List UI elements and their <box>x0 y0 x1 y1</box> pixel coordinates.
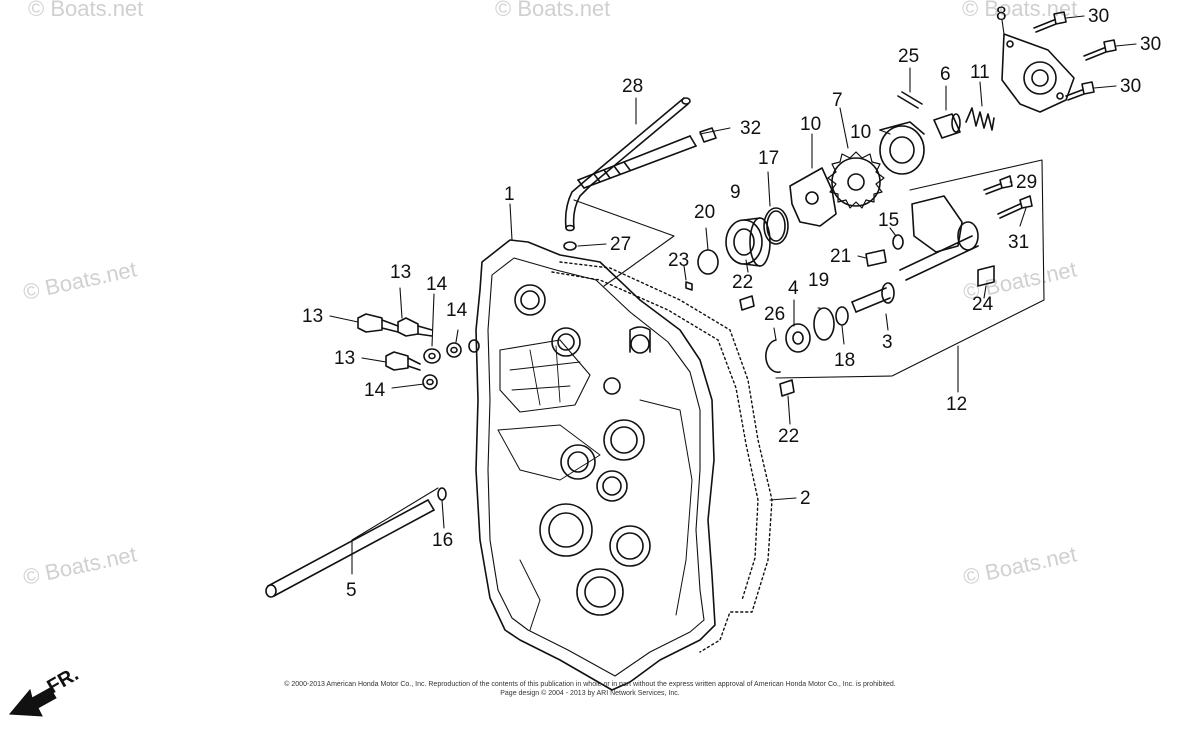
pin <box>897 91 923 109</box>
o-ring <box>563 241 577 251</box>
callout-label: 13 <box>334 348 355 369</box>
callout-label: 10 <box>850 122 871 143</box>
bolt-set <box>357 313 433 371</box>
snap-ring <box>765 339 781 374</box>
group-bracket <box>775 159 1045 379</box>
callout-label: 17 <box>758 148 779 169</box>
pump-housing <box>879 121 925 175</box>
callout-label: 30 <box>1088 6 1109 27</box>
callout-label: 4 <box>788 278 799 299</box>
bolt-set <box>1033 11 1117 101</box>
pin <box>685 281 693 291</box>
bearing <box>785 323 811 353</box>
callout-label: 24 <box>972 294 994 315</box>
callout-label: 8 <box>996 4 1007 25</box>
callout-label: 30 <box>1120 76 1141 97</box>
group-bracket <box>573 199 675 287</box>
callout-label: 15 <box>878 210 899 231</box>
callout-label: 26 <box>764 304 785 325</box>
callout-label: 13 <box>302 306 323 327</box>
end-cover <box>1001 33 1075 113</box>
o-ring <box>835 306 849 326</box>
callout-label: 7 <box>832 90 843 111</box>
callout-label: 20 <box>694 202 715 223</box>
callout-label: 18 <box>834 350 855 371</box>
callout-label: 13 <box>390 262 411 283</box>
callout-label: 23 <box>668 250 689 271</box>
callout-label: 6 <box>940 64 951 85</box>
callout-label: 30 <box>1140 34 1161 55</box>
callout-label: 2 <box>800 488 811 509</box>
callout-label: 27 <box>610 234 631 255</box>
callout-label: 14 <box>364 380 386 401</box>
pump-gear <box>827 151 885 209</box>
shaft <box>851 282 895 313</box>
callout-label: 29 <box>1016 172 1037 193</box>
o-ring <box>763 207 789 245</box>
callout-label: 16 <box>432 530 453 551</box>
o-ring <box>437 487 447 501</box>
washer <box>892 234 904 250</box>
dowel <box>739 295 755 311</box>
watermark: © Boats.net <box>961 541 1079 589</box>
pump-plate <box>789 167 837 227</box>
valve <box>933 113 961 139</box>
watermark: © Boats.net <box>21 256 139 304</box>
spring <box>965 107 995 131</box>
gasket <box>551 261 773 653</box>
callout-label: 3 <box>882 332 893 353</box>
bolt <box>997 195 1033 219</box>
watermark: © Boats.net <box>21 541 139 589</box>
callout-label: 31 <box>1008 232 1029 253</box>
bolt <box>983 175 1013 195</box>
leader-lines <box>329 15 1137 575</box>
watermark: © Boats.net <box>28 0 143 21</box>
callout-label: 14 <box>446 300 468 321</box>
callout-label: 22 <box>778 426 799 447</box>
callout-label: 10 <box>800 114 821 135</box>
callout-label: 22 <box>732 272 753 293</box>
watermark: © Boats.net <box>962 0 1077 21</box>
snap-ring <box>697 249 719 275</box>
pin <box>865 249 887 267</box>
page-design-line: Page design © 2004 - 2013 by ARI Network… <box>500 689 680 697</box>
direction-arrow-icon <box>8 687 57 717</box>
copyright-footer: © 2000-2013 American Honda Motor Co., In… <box>284 680 895 697</box>
o-ring <box>813 307 835 341</box>
long-bolt <box>577 127 717 189</box>
front-direction-indicator: FR. <box>8 663 82 717</box>
shaft-assembly <box>899 195 979 281</box>
callout-label: 1 <box>504 184 515 205</box>
callout-label: 11 <box>970 62 990 83</box>
callout-label: 21 <box>830 246 851 267</box>
watermarks: © Boats.net © Boats.net © Boats.net © Bo… <box>21 0 1079 590</box>
rod-part <box>265 499 435 598</box>
copyright-line: © 2000-2013 American Honda Motor Co., In… <box>284 680 895 688</box>
tube-part <box>564 97 691 232</box>
o-ring-inner <box>766 210 786 242</box>
transmission-cover <box>475 239 716 691</box>
callout-labels: 1 2 3 4 5 6 7 8 9 10 10 11 12 13 13 13 1… <box>302 4 1161 601</box>
collar <box>977 265 995 287</box>
callout-label: 14 <box>426 274 448 295</box>
callout-label: 12 <box>946 394 967 415</box>
callout-label: 5 <box>346 580 357 601</box>
callout-label: 9 <box>730 182 741 203</box>
callout-label: 19 <box>808 270 829 291</box>
callout-label: 25 <box>898 46 919 67</box>
callout-label: 32 <box>740 118 761 139</box>
washer-set <box>422 339 480 390</box>
callout-label: 28 <box>622 76 643 97</box>
dowel <box>779 379 795 397</box>
watermark: © Boats.net <box>495 0 610 21</box>
